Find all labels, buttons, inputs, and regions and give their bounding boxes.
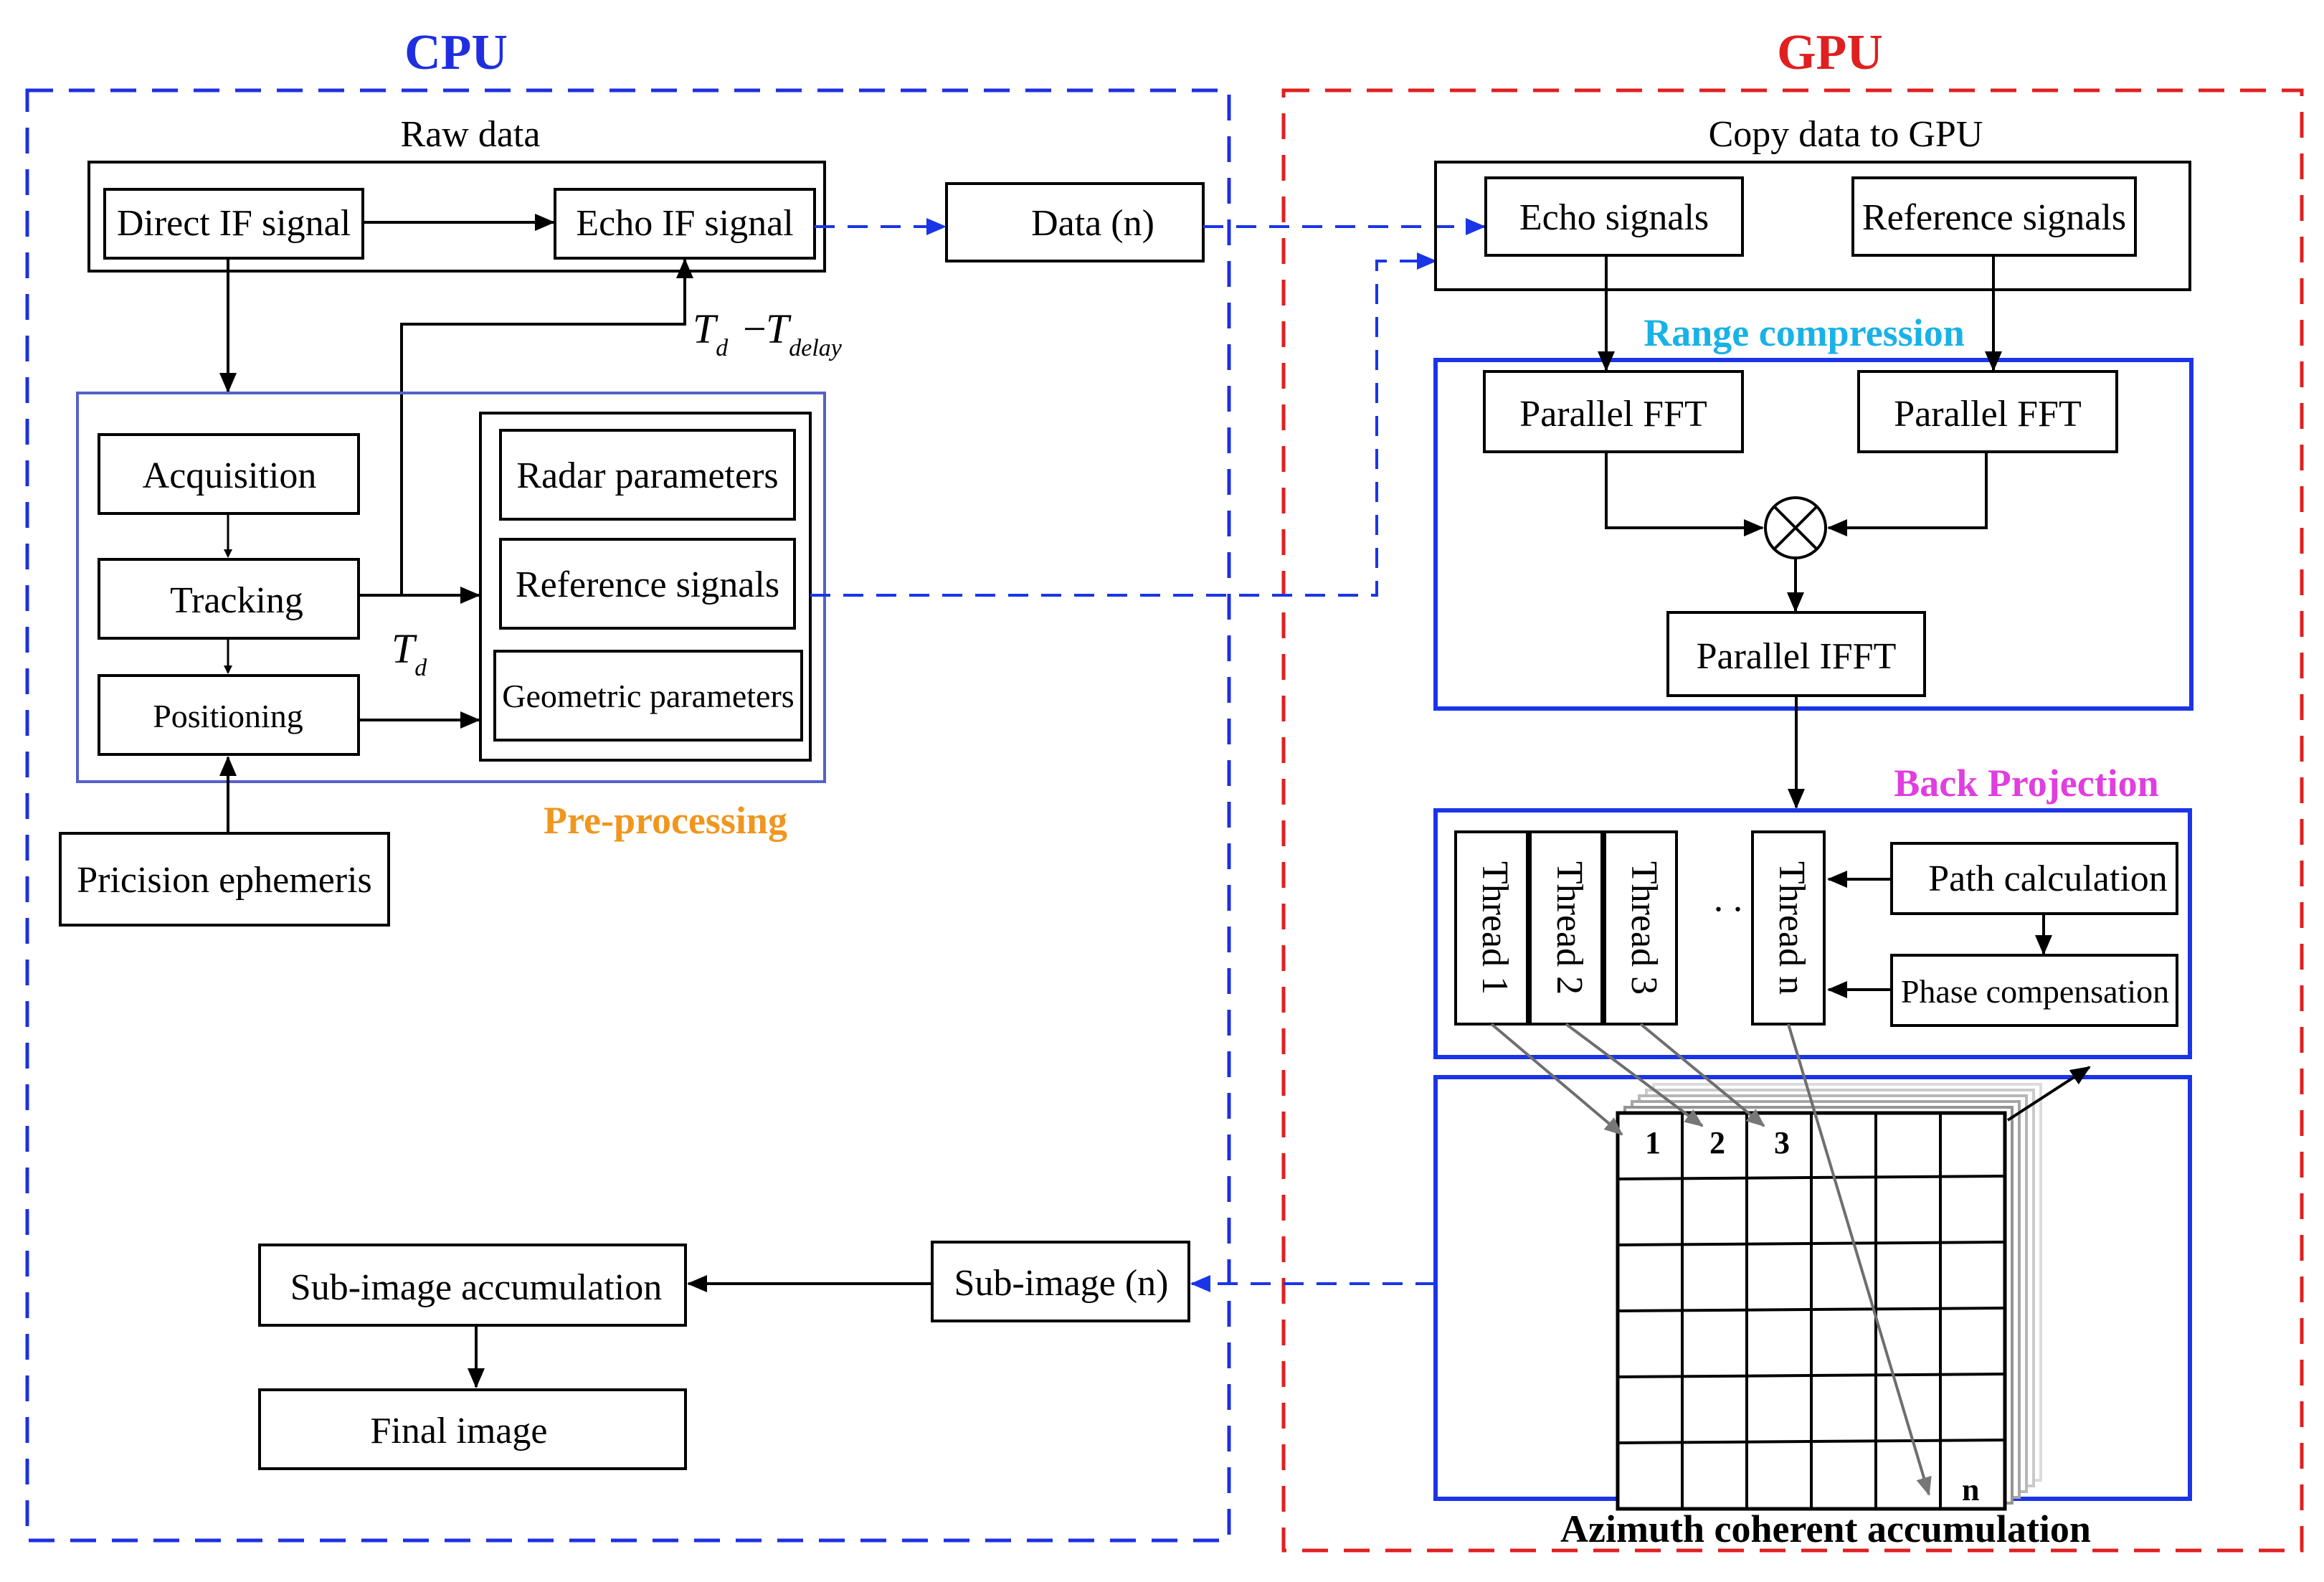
- dashed-refsignals-to-gpu: [810, 252, 1437, 597]
- sub-image-n-node: Sub-image (n): [931, 1241, 1190, 1322]
- threads-group: Thread 1 Thread 2 Thread 3 Thread n: [1454, 830, 1826, 1026]
- final-image-node: Final image: [258, 1388, 687, 1470]
- cpu-region: [25, 88, 1231, 1543]
- back-projection-label: Back Projection: [1894, 762, 2158, 805]
- sub-image-n-label: Sub-image (n): [954, 1263, 1169, 1304]
- data-n-node: Data (n): [945, 182, 1205, 262]
- thread-node-4: Thread n: [1751, 830, 1826, 1026]
- geometric-parameters-node: Geometric parameters: [493, 650, 803, 742]
- cpu-header: CPU: [404, 25, 508, 80]
- tracking-label: Tracking: [170, 580, 303, 621]
- phase-compensation-node: Phase compensation: [1890, 954, 2178, 1027]
- back-projection-box: [1433, 808, 2192, 1059]
- thread-node-2: Thread 2: [1529, 830, 1603, 1026]
- echo-signals-node: Echo signals: [1484, 176, 1744, 257]
- reference-signals-cpu-node: Reference signals: [499, 538, 796, 630]
- positioning-node: Positioning: [98, 674, 360, 756]
- phase-compensation-label: Phase compensation: [1901, 973, 2169, 1010]
- fft-right-node: Parallel FFT: [1857, 370, 2118, 453]
- arrow-tracking-to-echo: [400, 258, 693, 595]
- echo-signals-label: Echo signals: [1519, 197, 1709, 238]
- raw-data-label: Raw data: [401, 114, 541, 155]
- reference-signals-gpu-label: Reference signals: [1862, 197, 2126, 238]
- fft-left-label: Parallel FFT: [1519, 394, 1707, 435]
- fft-right-label: Parallel FFT: [1894, 394, 2081, 435]
- echo-if-signal-label: Echo IF signal: [576, 203, 793, 244]
- formula-td-label: Td: [392, 625, 427, 681]
- range-compression-box: [1433, 358, 2193, 711]
- tracking-node: Tracking: [98, 558, 360, 640]
- grid-cell-label-1: 1: [1645, 1125, 1661, 1160]
- radar-parameters-node: Radar parameters: [499, 429, 796, 521]
- formula-td2-base: T: [392, 625, 417, 672]
- direct-if-signal-label: Direct IF signal: [117, 203, 351, 244]
- fft-left-node: Parallel FFT: [1483, 370, 1744, 453]
- positioning-label: Positioning: [153, 698, 303, 734]
- thread-node-1: Thread 1: [1454, 830, 1529, 1026]
- echo-if-signal-node: Echo IF signal: [554, 188, 816, 260]
- reference-signals-gpu-node: Reference signals: [1851, 176, 2137, 257]
- formula-minus: −: [743, 305, 767, 352]
- final-image-label: Final image: [371, 1411, 548, 1451]
- grid-stack-arrow: [2006, 1066, 2091, 1122]
- grid-cell-label-3: 3: [1774, 1125, 1790, 1160]
- thread-label-1: Thread 1: [1474, 861, 1515, 995]
- geometric-parameters-label: Geometric parameters: [502, 678, 794, 714]
- data-n-label: Data (n): [1031, 203, 1154, 244]
- radar-parameters-label: Radar parameters: [516, 455, 778, 496]
- grid-cell-label-2: 2: [1709, 1125, 1725, 1160]
- acquisition-label: Acquisition: [143, 455, 317, 496]
- grid-cell-label-4: n: [1962, 1472, 1979, 1507]
- reference-signals-cpu-label: Reference signals: [516, 564, 779, 605]
- thread-label-4: Thread n: [1771, 861, 1812, 995]
- ifft-label: Parallel IFFT: [1697, 636, 1897, 677]
- preprocessing-label: Pre-processing: [544, 799, 787, 842]
- thread-ellipsis: . .: [1714, 876, 1743, 919]
- thread-to-cell-arrow-1: [1490, 1023, 1623, 1136]
- accumulation-grid: 1 2 3 n: [1490, 1023, 2091, 1511]
- arrow-fft-left-to-mult: [1605, 452, 1764, 536]
- arrow-fft-right-to-mult: [1827, 452, 1988, 536]
- sub-image-accumulation-node: Sub-image accumulation: [258, 1244, 687, 1327]
- thread-node-3: Thread 3: [1603, 830, 1678, 1026]
- ifft-node: Parallel IFFT: [1666, 611, 1926, 697]
- formula-td-minus-tdelay: Td − Tdelay: [693, 305, 843, 361]
- copy-data-box: [1434, 161, 2191, 291]
- path-calculation-node: Path calculation: [1890, 842, 2178, 915]
- precision-ephemeris-node: Pricision ephemeris: [59, 832, 390, 927]
- copy-data-label: Copy data to GPU: [1709, 114, 1983, 155]
- formula-td-sub: d: [716, 335, 729, 361]
- precision-ephemeris-label: Pricision ephemeris: [77, 860, 372, 901]
- parameters-group-box: [479, 412, 812, 762]
- sub-image-accumulation-label: Sub-image accumulation: [290, 1267, 662, 1308]
- path-calculation-label: Path calculation: [1928, 858, 2168, 899]
- formula-td2-sub: d: [414, 655, 427, 681]
- range-compression-label: Range compression: [1644, 311, 1965, 354]
- multiply-icon: [1764, 496, 1827, 559]
- svg-text:Td: Td: [693, 305, 729, 361]
- formula-tdelay-sub: delay: [789, 335, 843, 361]
- svg-text:Tdelay: Tdelay: [766, 305, 843, 361]
- thread-to-cell-arrow-4: [1787, 1023, 1932, 1496]
- gpu-region: [1281, 88, 2304, 1553]
- preprocessing-box: [76, 392, 826, 783]
- direct-if-signal-node: Direct IF signal: [103, 188, 364, 260]
- gpu-header: GPU: [1777, 25, 1883, 80]
- thread-label-3: Thread 3: [1623, 861, 1664, 995]
- grid-front-layer: 1 2 3 n: [1616, 1111, 2007, 1511]
- acquisition-node: Acquisition: [98, 433, 360, 515]
- thread-label-2: Thread 2: [1549, 861, 1590, 995]
- thread-to-cell-arrow-2: [1565, 1023, 1704, 1127]
- azimuth-label: Azimuth coherent accumulation: [1560, 1507, 2091, 1550]
- thread-to-cell-arrow-3: [1639, 1023, 1765, 1127]
- formula-tdelay-base: T: [766, 305, 792, 352]
- formula-td-base: T: [693, 305, 718, 352]
- raw-data-box: [87, 161, 826, 273]
